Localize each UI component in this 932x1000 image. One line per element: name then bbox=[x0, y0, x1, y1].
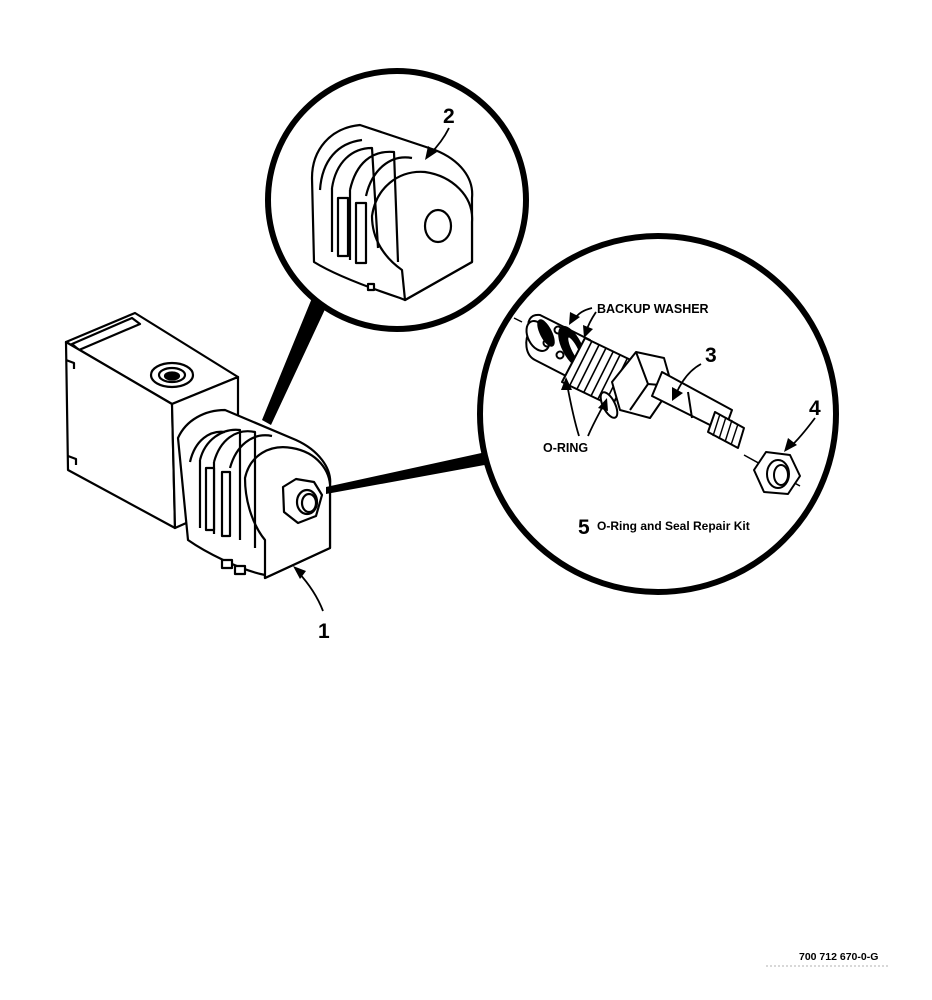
locknut-part bbox=[753, 451, 801, 495]
backup-washer-label: BACKUP WASHER bbox=[597, 302, 709, 316]
solenoid-valve-assembly bbox=[64, 311, 332, 580]
callout-3: 3 bbox=[705, 344, 717, 367]
callout-2: 2 bbox=[443, 105, 455, 128]
callout-1: 1 bbox=[318, 620, 330, 643]
kit-caption: O-Ring and Seal Repair Kit bbox=[597, 519, 750, 533]
figure-number: 700 712 670-0-G bbox=[799, 951, 878, 963]
coil-part bbox=[310, 123, 474, 302]
arrowheads bbox=[293, 146, 797, 579]
callout-4: 4 bbox=[809, 397, 821, 420]
callout-5: 5 bbox=[578, 516, 590, 539]
o-ring-label: O-RING bbox=[543, 441, 588, 455]
valve-stem-part bbox=[513, 313, 801, 487]
